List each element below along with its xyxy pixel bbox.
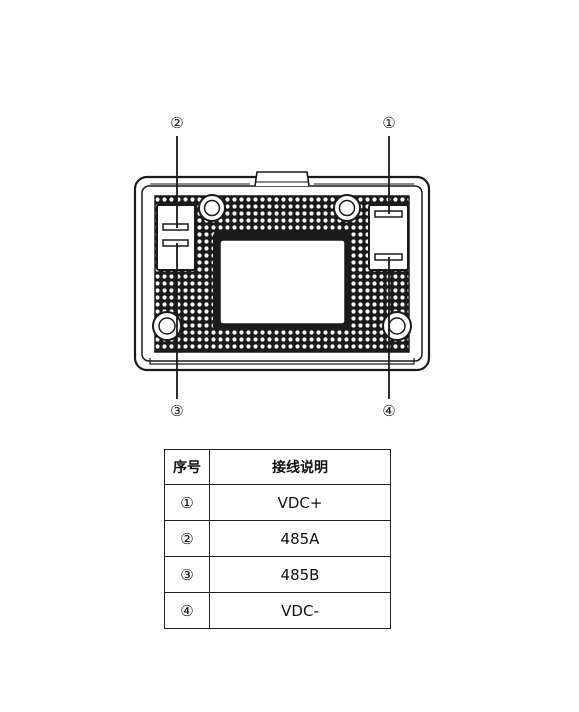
screw-bottom-right (382, 311, 412, 341)
row-num: ④ (164, 592, 210, 629)
callout-1: ① (382, 114, 395, 132)
callout-3: ③ (170, 402, 183, 420)
row-num: ③ (164, 556, 210, 593)
table-row: ④ VDC- (164, 592, 391, 629)
table-row: ① VDC+ (164, 484, 391, 521)
callout-2: ② (170, 114, 183, 132)
center-window (219, 239, 346, 325)
row-desc: 485A (209, 520, 391, 557)
table-row: ③ 485B (164, 556, 391, 593)
bottom-edge (149, 358, 415, 365)
row-num: ① (164, 484, 210, 521)
screw-top-left (198, 194, 226, 222)
terminal-left (156, 204, 196, 271)
table-header-row: 序号 接线说明 (164, 449, 391, 485)
row-desc: 485B (209, 556, 391, 593)
top-latch (254, 171, 310, 187)
wiring-table: 序号 接线说明 ① VDC+ ② 485A ③ 485B ④ VDC- (164, 449, 391, 629)
callout-4: ④ (382, 402, 395, 420)
header-desc: 接线说明 (209, 449, 391, 485)
table-row: ② 485A (164, 520, 391, 557)
connector-diagram: ② ① ③ ④ (133, 114, 431, 420)
row-desc: VDC- (209, 592, 391, 629)
header-seq: 序号 (164, 449, 210, 485)
row-num: ② (164, 520, 210, 557)
row-desc: VDC+ (209, 484, 391, 521)
screw-bottom-left (152, 311, 182, 341)
screw-top-right (333, 194, 361, 222)
